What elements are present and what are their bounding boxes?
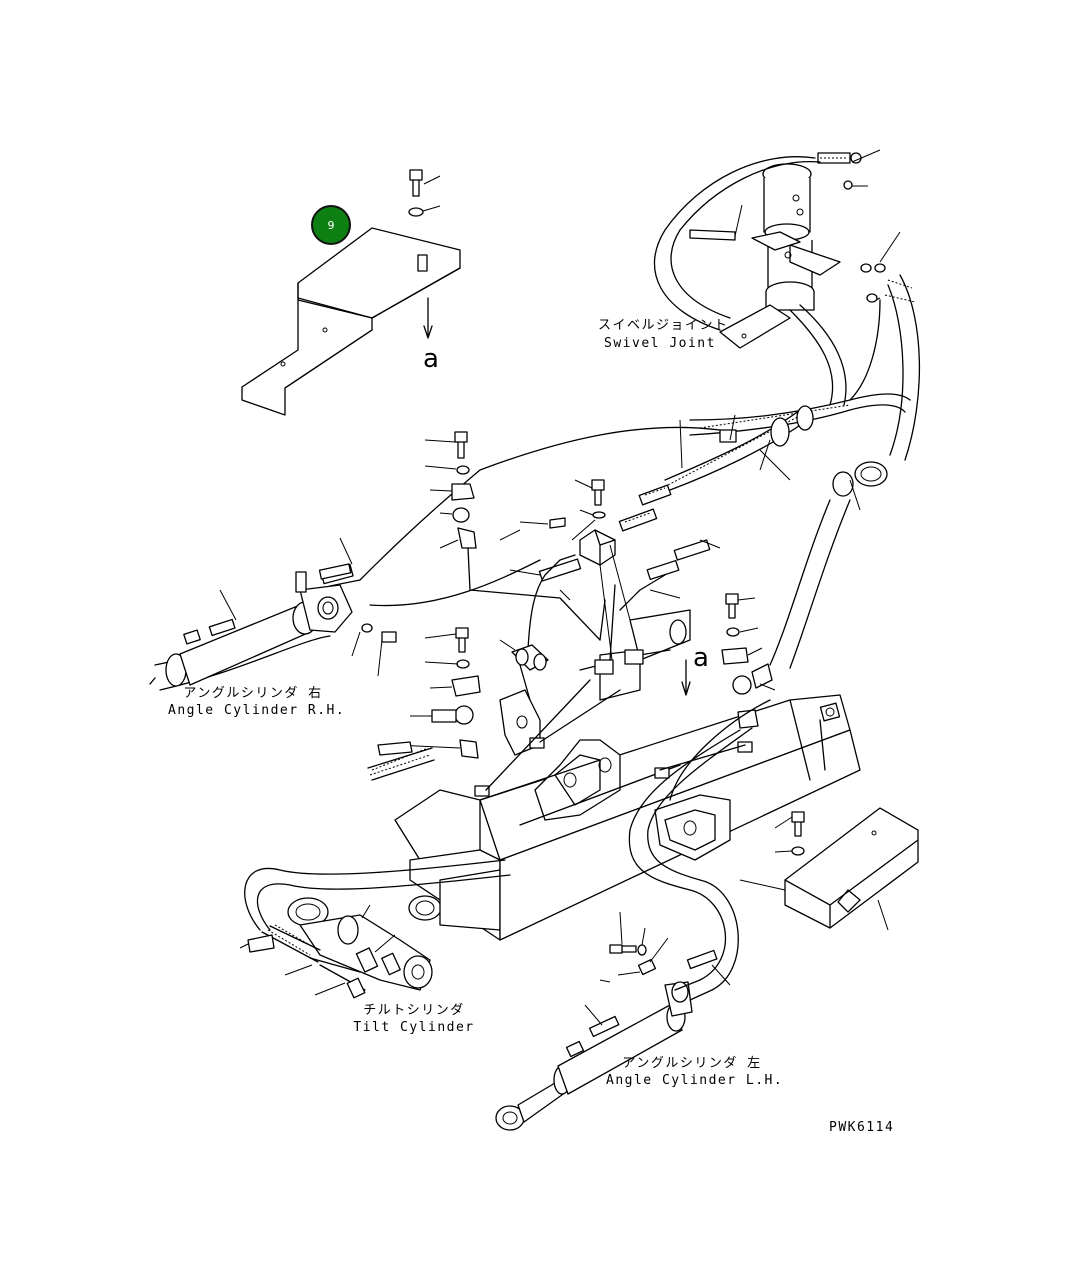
tilt-cylinder [239, 859, 511, 999]
clamp-stack-upper [424, 431, 601, 641]
angle-cylinder-lh-label-jp: アングルシリンダ 左 [622, 1056, 762, 1071]
view-marker-a-mid: a [693, 643, 709, 673]
callout-number: 9 [327, 218, 335, 232]
clamp-stack-lower [367, 627, 481, 781]
swivel-joint-label-jp: スイベルジョイント [598, 318, 729, 333]
main-hose-bundle [664, 393, 911, 669]
drawing-code: PWK6114 [829, 1120, 895, 1135]
tilt-cylinder-label-en: Tilt Cylinder [353, 1020, 475, 1035]
bolt-cover-top [408, 169, 441, 217]
cover-plate-top [241, 227, 461, 416]
angle-cylinder-rh-label-jp: アングルシリンダ 右 [183, 686, 323, 701]
angle-cylinder-rh-label-en: Angle Cylinder R.H. [168, 703, 346, 718]
view-marker-a-top: a [423, 344, 439, 374]
callout-number-badge[interactable]: 9 [311, 205, 351, 245]
view-arrow-top [423, 297, 433, 339]
lh-hose [628, 699, 771, 991]
valve-block [499, 479, 721, 661]
blade-frame [394, 584, 861, 941]
swivel-hose-loop [653, 156, 921, 461]
angle-cylinder-lh [495, 911, 731, 1131]
clamp-stack-right [721, 593, 776, 729]
cover-plate-right [739, 807, 919, 931]
swivel-joint-label-en: Swivel Joint [604, 336, 716, 351]
rh-hose [320, 426, 721, 607]
swivel-joint [689, 149, 901, 349]
view-arrow-mid [681, 659, 691, 696]
tilt-cylinder-label-jp: チルトシリンダ [363, 1003, 465, 1018]
angle-cylinder-lh-label-en: Angle Cylinder L.H. [606, 1073, 784, 1088]
angle-cylinder-rh [149, 537, 397, 691]
